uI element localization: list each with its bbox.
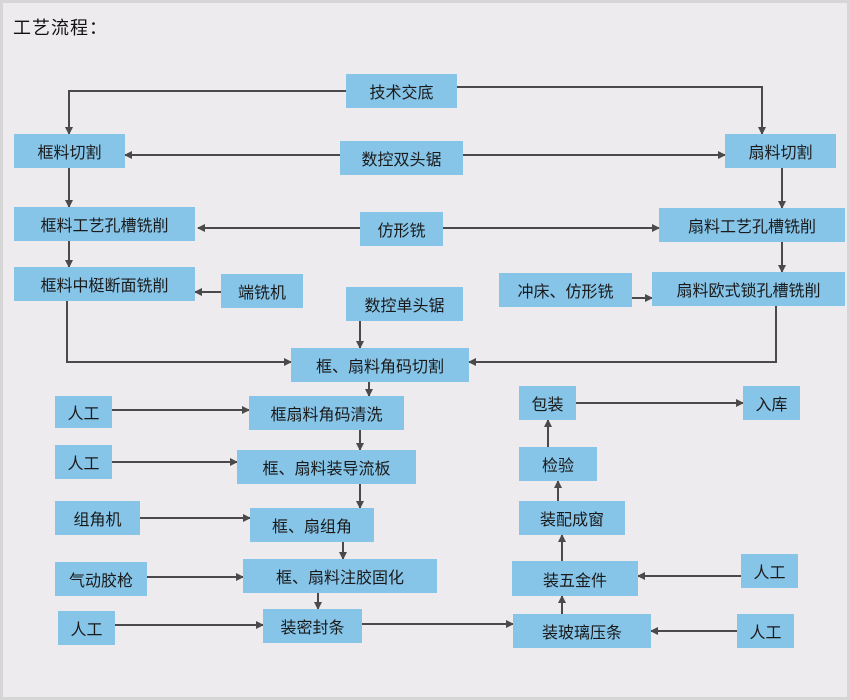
step-corner-clean: 框扇料角码清洗 [249,396,404,430]
step-sash-lock-mill: 扇料欧式锁孔槽铣削 [652,272,845,306]
step-glue-gun: 气动胶枪 [55,562,147,596]
step-hardware: 装五金件 [512,561,638,596]
step-sash-cut: 扇料切割 [725,134,836,168]
step-cnc-double-saw: 数控双头锯 [340,141,463,175]
step-sash-hole-mill: 扇料工艺孔槽铣削 [659,208,845,242]
page-title: 工艺流程： [13,18,108,39]
flow-arrow [66,301,292,366]
step-glue-cure: 框、扇料注胶固化 [243,559,437,593]
step-end-mill: 端铣机 [221,274,303,308]
flow-arrow [457,86,766,135]
step-manual-5: 人工 [737,614,794,648]
step-copy-mill: 仿形铣 [360,212,443,246]
step-cnc-single-saw: 数控单头锯 [346,287,463,321]
flow-arrow [468,306,777,366]
step-storage: 入库 [743,386,800,420]
step-corner-cut: 框、扇料角码切割 [291,348,469,382]
step-frame-mullion-mill: 框料中梃断面铣削 [14,267,195,301]
flow-arrow [65,90,346,135]
step-inspection: 检验 [519,447,597,481]
step-corner-assembly: 框、扇组角 [250,508,374,542]
step-manual-1: 人工 [55,396,112,428]
step-seal-strip: 装密封条 [263,609,362,643]
step-frame-hole-mill: 框料工艺孔槽铣削 [14,207,195,241]
connector-layer [65,86,786,635]
step-glass-bead: 装玻璃压条 [513,614,651,648]
step-punch-copy-mill: 冲床、仿形铣 [499,273,632,307]
step-manual-2: 人工 [55,445,112,479]
step-drain-plate: 框、扇料装导流板 [237,450,416,484]
step-manual-4: 人工 [58,611,115,645]
step-manual-3: 人工 [741,554,798,588]
step-frame-cut: 框料切割 [14,134,125,168]
step-window-assembly: 装配成窗 [519,501,625,535]
diagram-canvas: 工艺流程： 技术交底框料切割 数控双头锯 扇料切割框料工艺孔槽铣削 仿形铣 扇料工艺孔槽… [3,3,847,697]
step-corner-machine: 组角机 [55,501,140,535]
step-tech-brief: 技术交底 [346,74,457,108]
step-packing: 包装 [519,386,576,420]
